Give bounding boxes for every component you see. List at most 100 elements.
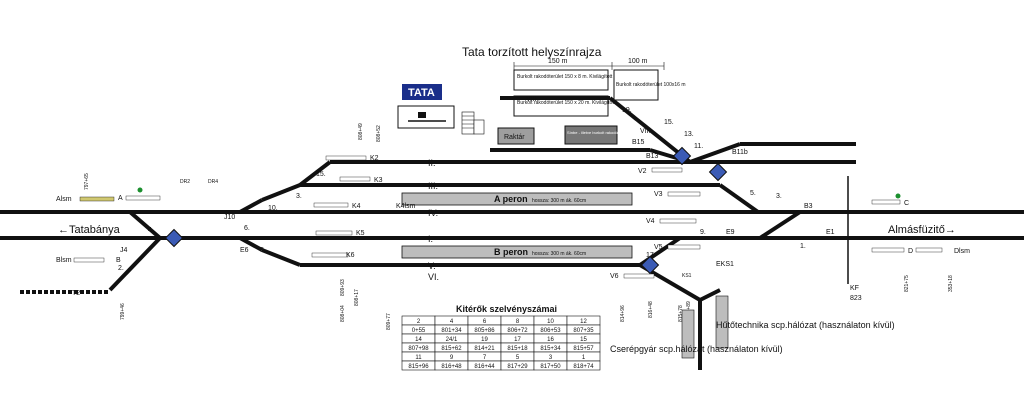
table-cell-text: 815+34 [540, 346, 561, 352]
svg-text:8.: 8. [260, 247, 266, 254]
kf-value: 823 [850, 295, 862, 302]
dimension-100: 100 m [628, 58, 648, 65]
signal-E1: E1 [826, 229, 835, 236]
signal-Blsm: Blsm [56, 257, 72, 264]
svg-text:17.: 17. [646, 252, 656, 259]
loading-yard-3-label: Burkolt rakodóterület 100x16 m [616, 82, 685, 88]
loading-ramp-label: Sínbe - illetve burkolt rakodó [567, 130, 618, 135]
station-name-box [402, 84, 442, 100]
switch-labels: 2. 4. 3. 6. 8. 10. 15. 1. 3. 5. 9. 11. 1… [118, 107, 806, 272]
table-cell-text: 816+44 [474, 364, 495, 370]
signal-Dlsm: Dlsm [954, 248, 970, 255]
signal-K2: K2 [370, 155, 379, 162]
table-cell-text: 814+21 [474, 346, 495, 352]
table-cell-text: 4 [450, 319, 454, 325]
siding-label-1: Hűtőtechnika scp.hálózat (használaton kí… [716, 320, 895, 330]
table-cell-text: 815+62 [441, 346, 462, 352]
platform-b-note: hossza: 300 m ák. 60cm [532, 251, 586, 257]
siding-block-1 [681, 309, 695, 359]
stairs-icon [461, 111, 485, 135]
signal-J10: J10 [224, 214, 235, 221]
table-cell-text: 806+53 [540, 328, 561, 334]
table-cell-text: 805+86 [474, 328, 495, 334]
siding-label-2: Cserépgyár scp.hálózat (használaton kívü… [610, 344, 783, 354]
warehouse [497, 127, 535, 145]
table-cell-text: 19 [481, 337, 488, 343]
signal-V6: V6 [610, 273, 619, 280]
kf-label: KF [850, 285, 859, 292]
track-label-IV: IV. [428, 208, 438, 218]
svg-text:809+77: 809+77 [386, 313, 392, 330]
signal-K4: K4 [352, 203, 361, 210]
table-cell-text: 5 [516, 355, 520, 361]
table-cell-text: 14 [415, 337, 422, 343]
station-building-door [418, 112, 426, 118]
loading-yard-1-label: Burkolt rakodóterület 150 x 8 m. Kivilág… [517, 74, 613, 80]
svg-text:808+04: 808+04 [340, 305, 346, 322]
svg-text:15.: 15. [316, 171, 326, 178]
signal-T2: T2 [72, 290, 80, 297]
svg-text:15.: 15. [664, 119, 674, 126]
table-cell-text: 15 [580, 337, 587, 343]
table-cell-text: 12 [580, 319, 587, 325]
table-cell-text: 10 [547, 319, 554, 325]
svg-text:3.: 3. [776, 193, 782, 200]
table-cell-text: 17 [514, 337, 521, 343]
switch-table-title: Kitérők szelvényszámai [456, 304, 557, 314]
direction-right: Almásfüzitő→ [888, 224, 956, 236]
table-cell-text: 7 [483, 355, 487, 361]
signal-E9: E9 [726, 229, 735, 236]
svg-text:808+17: 808+17 [354, 289, 360, 306]
km-markers: 797+65 799+46 808+49 808+52 808+04 808+1… [84, 123, 954, 330]
siding-block-2 [715, 295, 729, 349]
track-label-I: I. [428, 234, 433, 244]
loading-ramp [564, 125, 618, 145]
svg-text:10.: 10. [268, 205, 278, 212]
track-label-VI: VI. [428, 272, 439, 282]
table-cell-text: 2 [417, 319, 421, 325]
svg-text:2.: 2. [118, 265, 124, 272]
platform-a-note: hossza: 300 m ák. 60cm [532, 198, 586, 204]
track-label-VIII: VIII. [526, 96, 539, 103]
direction-left: ←Tatabánya [58, 224, 121, 236]
signal-E6: E6 [240, 247, 249, 254]
station-name: TATA [408, 87, 435, 99]
station-tracks [20, 96, 856, 370]
svg-text:808+52: 808+52 [376, 125, 382, 142]
table-cell-text: 801+34 [441, 328, 462, 334]
table-cell-text: 807+35 [573, 328, 594, 334]
svg-text:814+96: 814+96 [620, 305, 626, 322]
table-cell-text: 16 [547, 337, 554, 343]
signal-C: C [904, 200, 909, 207]
signal-KS1: KS1 [682, 273, 692, 279]
warehouse-label: Raktár [504, 134, 525, 141]
table-cell-text: 24/1 [446, 337, 458, 343]
table-cell-text: 806+72 [507, 328, 528, 334]
svg-text:19.: 19. [622, 107, 632, 114]
svg-text:797+65: 797+65 [84, 173, 90, 190]
signal-K4lsm: K4lsm [396, 203, 416, 210]
loading-yard-2-label: Burkolt rakodóterület 150 x 20 m. Kivilá… [517, 100, 616, 106]
signal-K3: K3 [374, 177, 383, 184]
table-cell-text: 815+96 [408, 364, 429, 370]
signal-B3: B3 [804, 203, 813, 210]
signal-Alsm: Alsm [56, 196, 72, 203]
svg-text:808+49: 808+49 [358, 123, 364, 140]
diamond-markers [164, 146, 728, 275]
dimension-bar [513, 62, 665, 70]
table-cell-text: 818+74 [573, 364, 594, 370]
svg-text:815+78: 815+78 [678, 305, 684, 322]
signal-J4: J4 [120, 247, 128, 254]
table-cell-text: 0+55 [412, 328, 426, 334]
svg-text:353+18: 353+18 [948, 275, 954, 292]
track-label-II: II. [428, 158, 436, 168]
track-label-VII: VII. [640, 128, 651, 135]
signal-V3: V3 [654, 191, 663, 198]
table-cell-text: 11 [415, 355, 422, 361]
dimension-150: 150 m [548, 58, 568, 65]
table-cell-text: 815+18 [507, 346, 528, 352]
svg-text:9.: 9. [700, 229, 706, 236]
svg-text:816+48: 816+48 [648, 301, 654, 318]
loading-yard-3 [613, 69, 659, 101]
